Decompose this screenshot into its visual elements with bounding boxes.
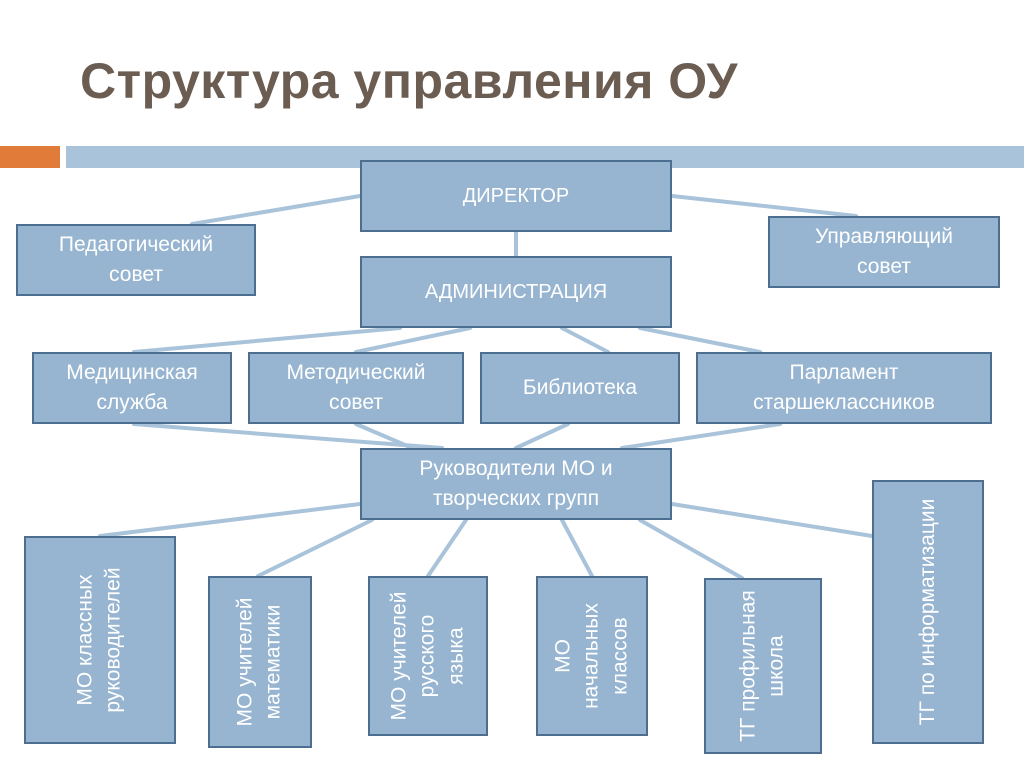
node-mo-leaders: Руководители МО и творческих групп (360, 448, 672, 520)
node-mo-math-label: МО учителей математики (233, 597, 285, 727)
node-tg-info: ТГ по информатизации (872, 480, 984, 744)
node-mo-russian-label: МО учителей русского языка (387, 591, 468, 721)
slide-title: Структура управления ОУ (80, 53, 739, 109)
node-library: Библиотека (480, 352, 680, 424)
accent-bar-orange (0, 146, 60, 168)
connector-director-ped-council (190, 194, 362, 226)
connector-director-managing-council (670, 194, 858, 218)
node-mo-math: МО учителей математики (208, 576, 312, 748)
connector-admin-medical (132, 326, 402, 354)
connector-medical-leaders (132, 422, 444, 450)
node-mo-russian: МО учителей русского языка (368, 576, 488, 736)
node-pedagogical-council: Педагогический совет (16, 224, 256, 296)
connector-library-leaders (514, 422, 570, 450)
node-medical-service: Медицинская служба (32, 352, 232, 424)
node-parliament: Парламент старшеклассников (696, 352, 992, 424)
connector-leaders-mo-russian (426, 518, 468, 578)
connector-leaders-mo-primary (560, 518, 594, 578)
node-managing-council: Управляющий совет (768, 216, 1000, 288)
accent-bar-blue (66, 146, 1024, 168)
node-administration: АДМИНИСТРАЦИЯ (360, 256, 672, 328)
node-mo-class-teachers-label: МО классных руководителей (73, 567, 125, 713)
node-tg-profile: ТГ профильная школа (704, 578, 822, 754)
node-tg-profile-label: ТГ профильная школа (736, 590, 788, 742)
node-mo-class-teachers: МО классных руководителей (24, 536, 176, 744)
connector-methodical-leaders (354, 422, 414, 450)
node-director: ДИРЕКТОР (360, 160, 672, 232)
node-tg-info-label: ТГ по информатизации (915, 498, 939, 726)
connector-admin-methodical (354, 326, 472, 354)
connector-parliament-leaders (620, 422, 782, 450)
connector-leaders-mo-class (98, 502, 362, 538)
node-mo-primary-label: МО начальных классов (551, 603, 632, 709)
node-mo-primary: МО начальных классов (536, 576, 648, 736)
connector-leaders-mo-math (256, 518, 374, 578)
connector-leaders-tg-profile (638, 518, 744, 580)
connector-leaders-tg-info (670, 502, 874, 538)
connector-admin-library (560, 326, 610, 354)
connector-admin-parliament (638, 326, 762, 354)
node-methodical-council: Методический совет (248, 352, 464, 424)
